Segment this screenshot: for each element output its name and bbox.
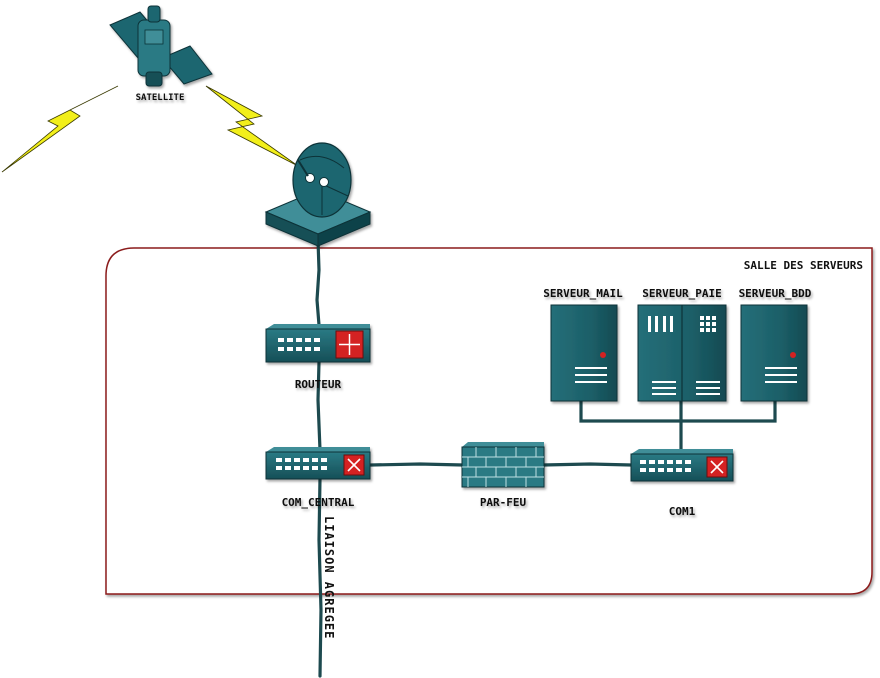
firewall-label: PAR-FEU (480, 496, 527, 509)
cable-server-bus (579, 398, 777, 423)
switch-icon: COM1 (630, 449, 734, 518)
central-switch-label: COM_CENTRAL (282, 496, 355, 509)
server-paie-label: SERVEUR_PAIE (642, 287, 721, 300)
server-icon: SERVEUR_MAIL (543, 287, 623, 402)
com1-label: COM1 (669, 505, 696, 518)
aggregated-link-label: LIAISON AGREGEE (322, 516, 336, 639)
satellite-icon: SATELLITE (109, 5, 213, 103)
router-icon: ROUTEUR (265, 324, 371, 391)
cable-dish-router (315, 238, 321, 327)
cable-central-firewall (369, 462, 465, 467)
satellite-label: SATELLITE (136, 93, 185, 103)
lightning-icon (205, 85, 299, 167)
server-icon: SERVEUR_BDD (739, 287, 812, 402)
firewall-icon: PAR-FEU (461, 442, 545, 509)
satellite-dish-icon (264, 142, 372, 247)
lightning-icon (1, 85, 119, 173)
cables (315, 238, 777, 678)
cable-aggregated-link (317, 476, 323, 678)
server-bdd-label: SERVEUR_BDD (739, 287, 812, 300)
server-room-label: SALLE DES SERVEURS (744, 259, 863, 272)
server-icon: SERVEUR_PAIE (637, 287, 727, 402)
router-label: ROUTEUR (295, 378, 342, 391)
switch-icon: COM_CENTRAL (265, 447, 371, 509)
server-mail-label: SERVEUR_MAIL (543, 287, 623, 300)
cable-router-central (316, 360, 322, 452)
cable-firewall-com1 (541, 462, 633, 467)
